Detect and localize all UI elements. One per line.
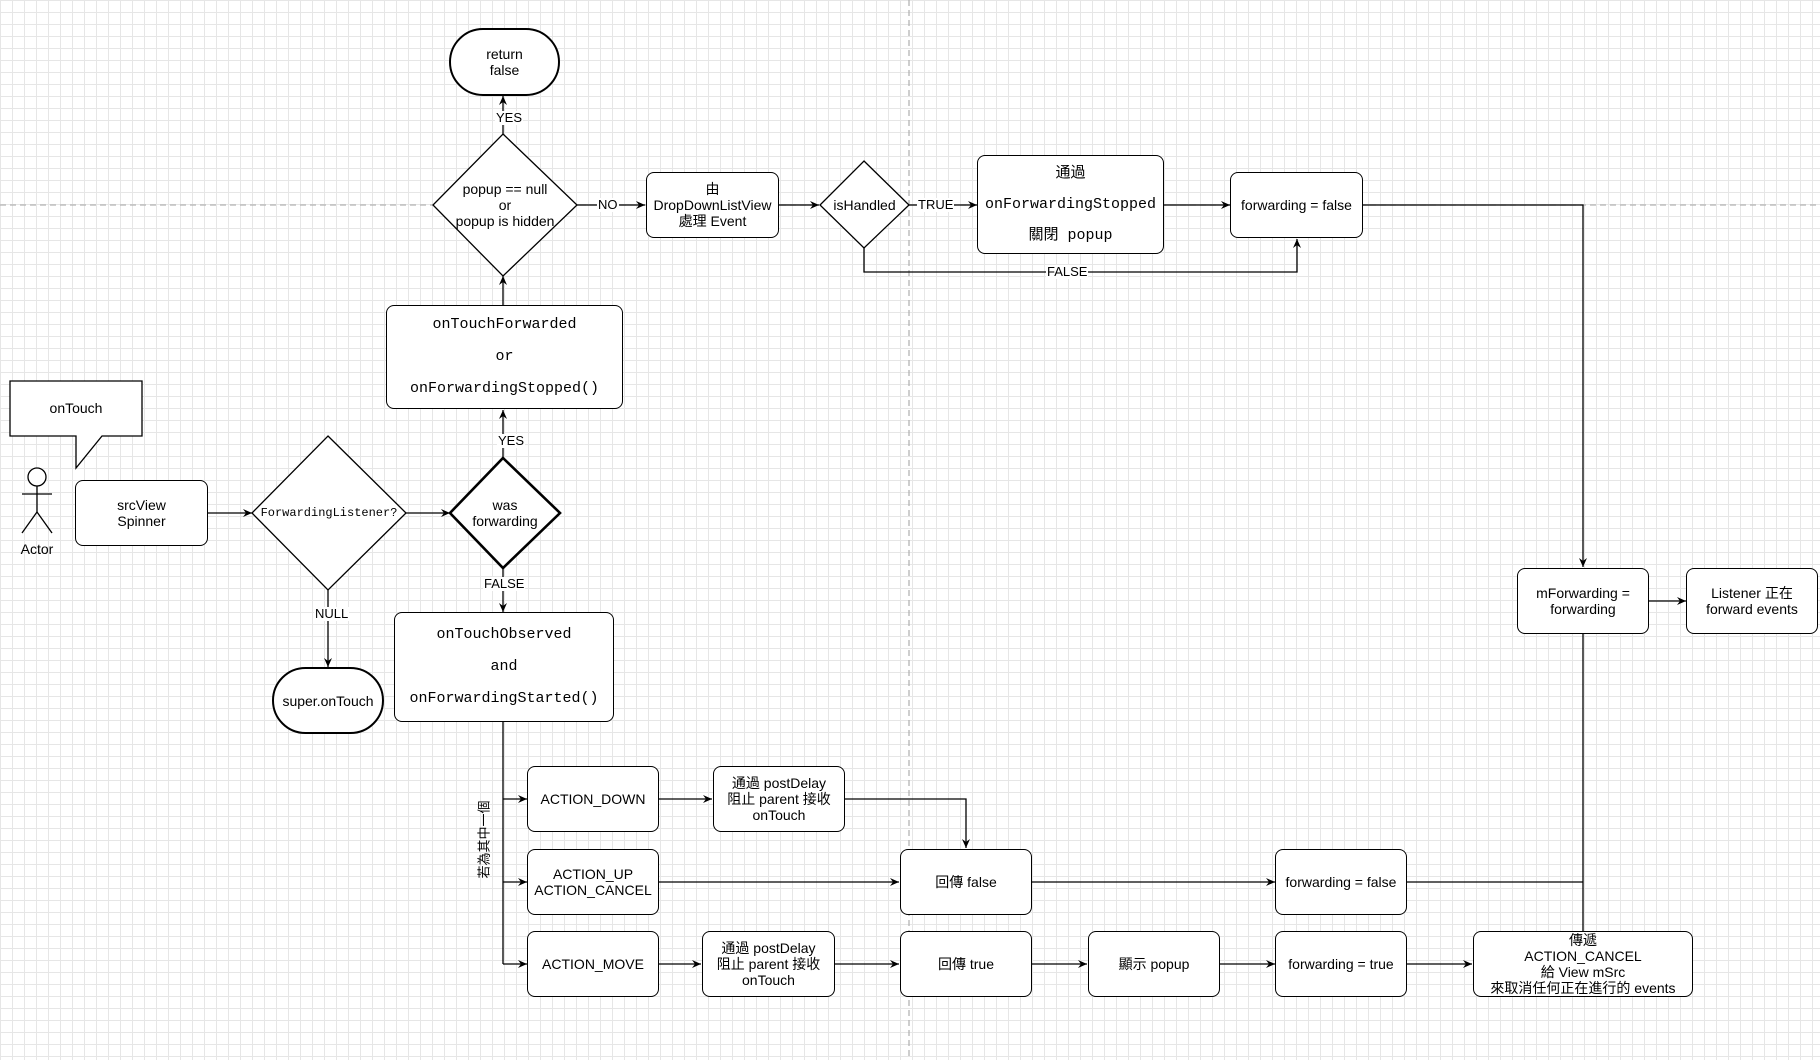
edge-label-one-of: 若為其中一個 [476, 800, 492, 879]
forwarding-listener-text: ForwardingListener? [260, 506, 398, 520]
post-delay-down-node: 通過 postDelay 阻止 parent 接收 onTouch [713, 766, 845, 832]
edge-label-null: NULL [314, 606, 350, 621]
edge-label-false-mid: FALSE [483, 576, 526, 591]
stopped-close-node: 通過 onForwardingStopped 關閉 popup [977, 155, 1164, 254]
is-handled-diamond [819, 160, 910, 249]
popup-check-diamond [432, 133, 578, 277]
post-delay-move-node: 通過 postDelay 阻止 parent 接收 onTouch [702, 931, 835, 997]
edge-label-no: NO [597, 197, 619, 212]
was-forwarding-diamond [448, 456, 562, 570]
edge-forwarding-top-mforwarding [1363, 204, 1587, 567]
src-view-node: srcView Spinner [75, 480, 208, 546]
forwarding-listener-diamond [251, 435, 407, 591]
edge-label-true: TRUE [917, 197, 955, 212]
actor-figure [21, 467, 53, 534]
was-forwarding-text: was forwarding [472, 497, 538, 529]
return-true-node: 回傳 true [900, 931, 1032, 997]
callout-text: onTouch [49, 400, 103, 416]
forwarding-false-mid-node: forwarding = false [1275, 849, 1407, 915]
edge-delay-returnfalse [845, 798, 970, 848]
m-forwarding-node: mForwarding = forwarding [1517, 568, 1649, 634]
action-down-node: ACTION_DOWN [527, 766, 659, 832]
super-on-touch-node: super.onTouch [272, 667, 384, 734]
return-false-mid-node: 回傳 false [900, 849, 1032, 915]
return-false-node: return false [449, 28, 560, 96]
forwarding-false-top-node: forwarding = false [1230, 172, 1363, 238]
edge-label-yes-top: YES [495, 110, 524, 125]
is-handled-text: isHandled [833, 197, 896, 213]
touch-forwarded-node: onTouchForwarded or onForwardingStopped(… [386, 305, 623, 409]
show-popup-node: 顯示 popup [1088, 931, 1220, 997]
touch-observed-node: onTouchObserved and onForwardingStarted(… [394, 612, 614, 722]
actor-label: Actor [20, 541, 54, 557]
forwarding-true-node: forwarding = true [1275, 931, 1407, 997]
edge-label-false-handled: FALSE [1046, 264, 1089, 279]
listener-forwarding-node: Listener 正在 forward events [1686, 568, 1818, 634]
action-up-cancel-node: ACTION_UP ACTION_CANCEL [527, 849, 659, 915]
pass-cancel-node: 傳遞 ACTION_CANCEL 給 View mSrc 來取消任何正在進行的 … [1473, 931, 1693, 997]
popup-check-text: popup == null or popup is hidden [455, 181, 555, 229]
callout-shape [9, 380, 143, 470]
dropdown-handle-node: 由 DropDownListView 處理 Event [646, 172, 779, 238]
edge-label-yes-mid: YES [497, 433, 526, 448]
action-move-node: ACTION_MOVE [527, 931, 659, 997]
